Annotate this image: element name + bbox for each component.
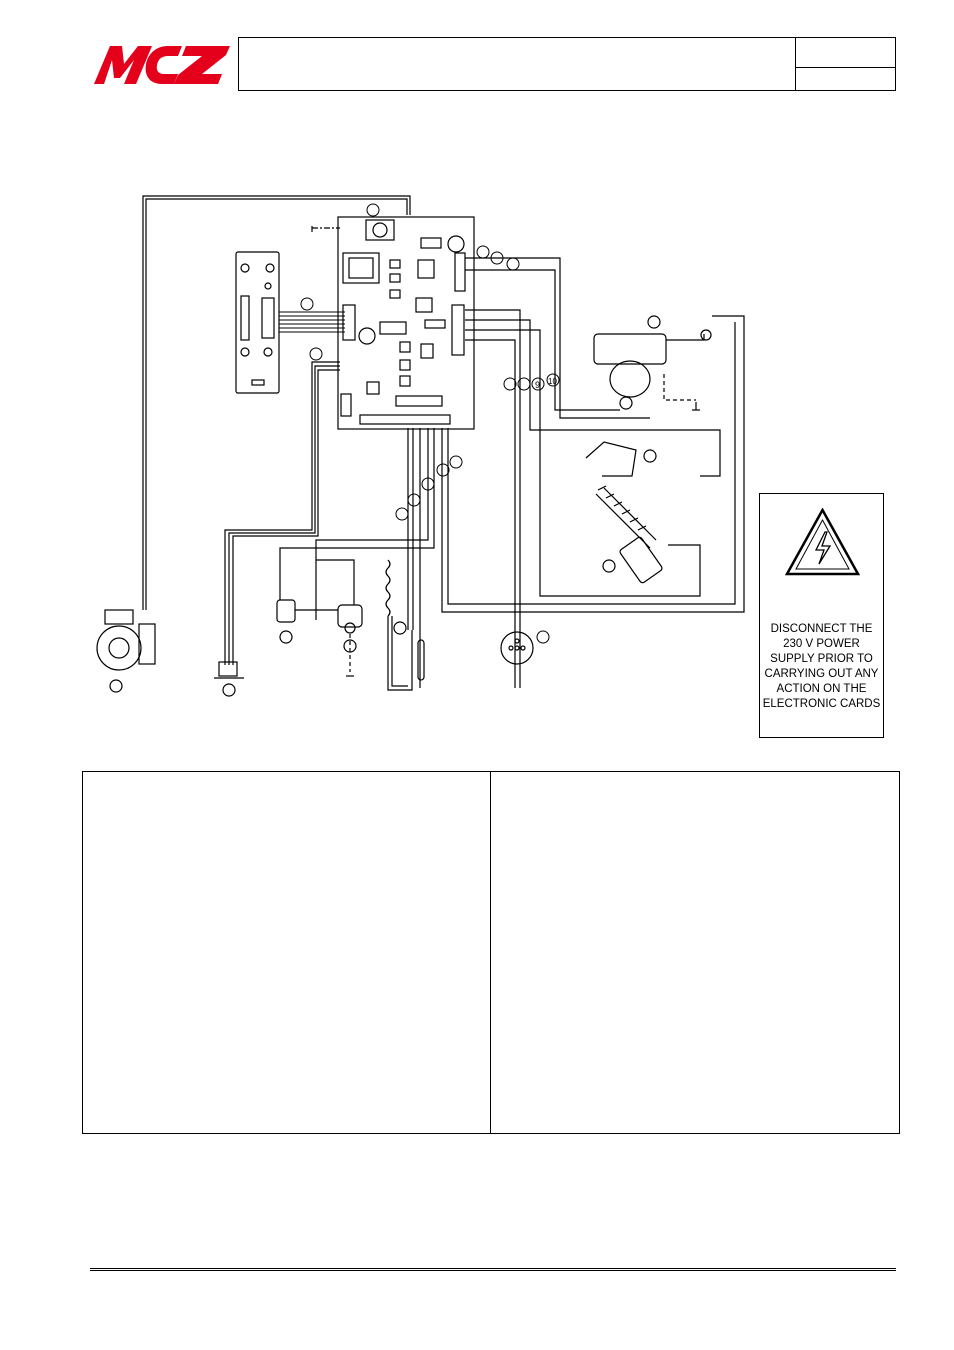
pump-wire	[142, 195, 411, 610]
callout-10: 10	[548, 377, 557, 386]
warning-text: DISCONNECT THE 230 V POWER SUPPLY PRIOR …	[762, 622, 881, 712]
header-page-box	[795, 37, 896, 91]
warning-box: DISCONNECT THE 230 V POWER SUPPLY PRIOR …	[759, 493, 884, 738]
footer-rule	[90, 1268, 896, 1271]
pressure-switch	[316, 559, 363, 672]
wiring-diagram: 9 10	[80, 185, 900, 755]
feed-auger	[595, 485, 663, 584]
fumes-probe	[500, 631, 534, 665]
legend-column-divider	[490, 771, 491, 1134]
ribbon-cable	[279, 311, 345, 333]
high-voltage-icon	[785, 508, 860, 576]
control-board	[337, 216, 475, 430]
warning-line: SUPPLY PRIOR TO	[770, 653, 873, 665]
mcz-logo-graphic	[94, 46, 230, 84]
thermostat	[276, 599, 338, 644]
display-panel	[235, 251, 280, 394]
warning-line: CARRYING OUT ANY	[764, 668, 879, 680]
ground-terminal	[218, 661, 238, 677]
callout-9: 9	[535, 380, 540, 390]
hopper	[585, 441, 657, 477]
header-page-divider	[795, 67, 896, 68]
warning-line: ELECTRONIC CARDS	[762, 698, 881, 710]
mcz-logo	[90, 40, 235, 92]
header-title-box	[238, 37, 896, 91]
probe	[417, 639, 425, 681]
wire-sensor-left	[224, 361, 340, 665]
legend-table	[82, 771, 900, 1134]
smoke-fan	[593, 315, 712, 410]
warning-line: ACTION ON THE	[776, 683, 867, 695]
igniter-resistor	[385, 559, 413, 691]
circulator-pump	[96, 609, 156, 693]
warning-line: 230 V POWER	[783, 638, 860, 650]
warning-line: DISCONNECT THE	[770, 623, 873, 635]
